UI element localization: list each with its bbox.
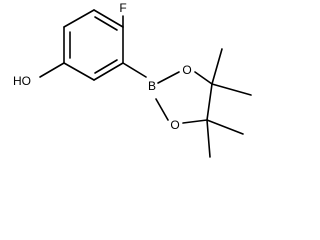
oxygen-lower-label: O [170, 118, 179, 132]
hydroxyl-label: HO [13, 74, 31, 88]
bond-oxygen-upper-carbon [194, 71, 213, 85]
methyl-groups [206, 48, 252, 158]
double-bond-c1-c2 [94, 16, 118, 31]
structure-diagram: F HO B O O [13, 1, 252, 158]
bond-c5-hydroxyl [39, 62, 65, 78]
methyl-bond-3 [206, 119, 244, 135]
double-bond-c3-c4 [94, 59, 118, 74]
bond-c6-c1 [63, 9, 95, 28]
methyl-bond-2 [211, 83, 252, 96]
bond-boron-oxygen-upper [157, 71, 180, 84]
dioxaborolane-ring [155, 71, 213, 124]
bond-c4-c5 [63, 62, 95, 81]
methyl-bond-4 [206, 119, 211, 158]
benzene-ring [63, 9, 124, 81]
bond-oxygen-lower-boron [155, 98, 169, 121]
fluorine-label: F [119, 1, 126, 15]
oxygen-upper-label: O [182, 63, 191, 77]
bond-c3-boron [122, 62, 147, 78]
methyl-bond-1 [211, 48, 223, 85]
bond-c3-c4 [93, 62, 124, 81]
bond-c1-c2 [93, 9, 124, 28]
bond-quaternary-carbons [206, 83, 213, 121]
bond-carbon-oxygen-lower [182, 119, 208, 124]
boron-label: B [148, 79, 156, 93]
